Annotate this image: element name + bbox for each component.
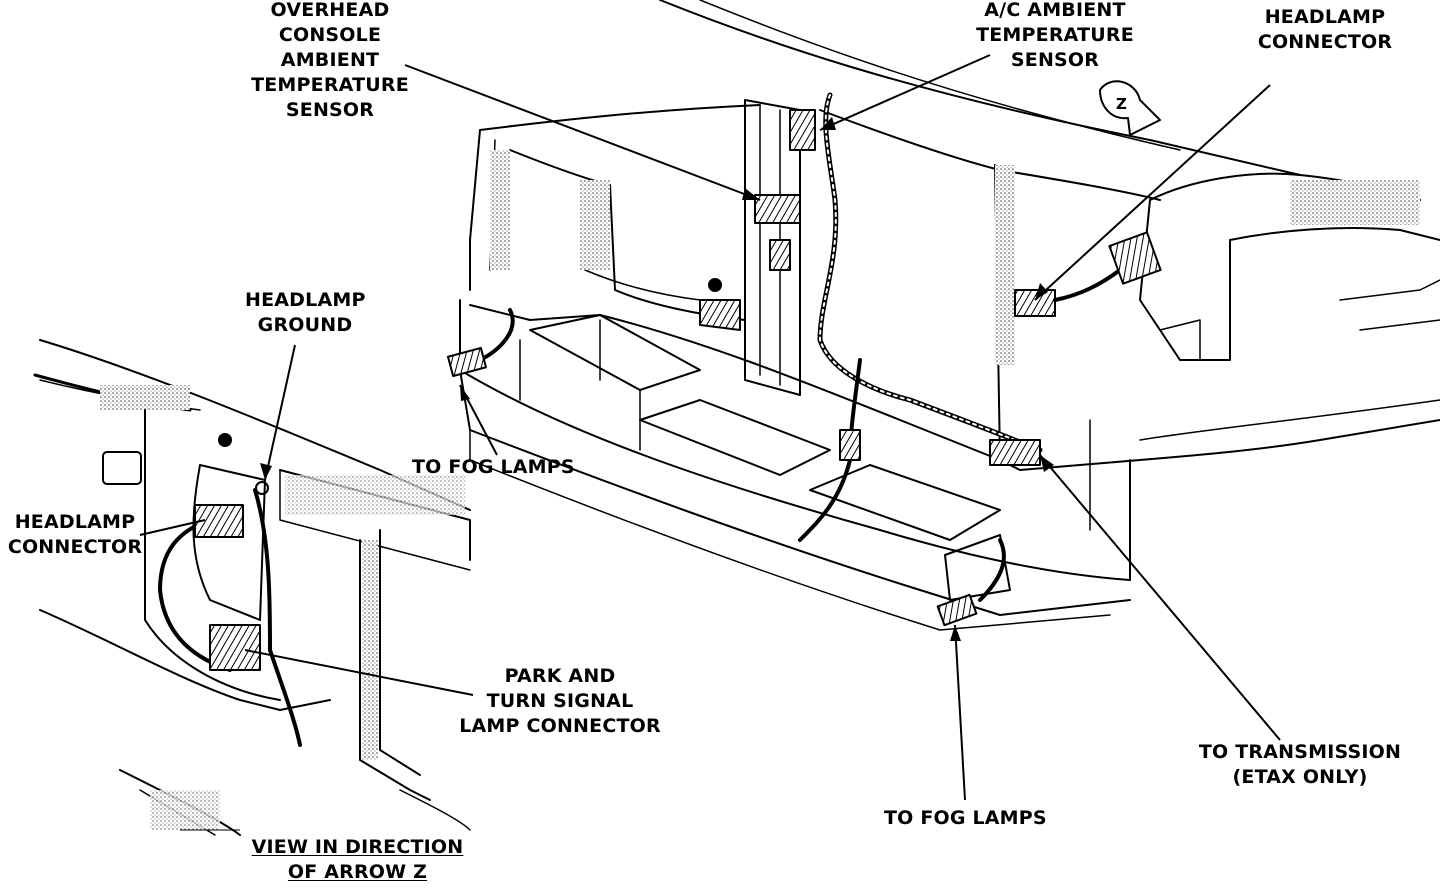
label-to-fog-lamps-left: TO FOG LAMPS — [412, 455, 575, 480]
label-line: SENSOR — [285, 99, 375, 121]
label-line: OVERHEAD — [270, 0, 390, 21]
main-view — [446, 0, 1440, 631]
arrow-z-letter: Z — [1116, 95, 1127, 113]
label-line: SENSOR — [1010, 49, 1100, 71]
label-line: HEADLAMP — [14, 511, 136, 533]
label-line: CONNECTOR — [7, 536, 143, 558]
label-line: A/C AMBIENT — [984, 0, 1126, 21]
label-line: CONNECTOR — [1257, 31, 1393, 53]
arrowheads — [260, 117, 1054, 641]
label-headlamp-ground: HEADLAMP GROUND — [245, 288, 365, 338]
label-view-direction-arrow-z: VIEW IN DIRECTION OF ARROW Z — [240, 835, 475, 885]
label-headlamp-connector-right: HEADLAMP CONNECTOR — [1255, 5, 1395, 55]
leader-lines — [139, 54, 1281, 831]
label-line: TO TRANSMISSION — [1198, 741, 1402, 763]
label-line: TEMPERATURE — [251, 74, 409, 96]
label-line: CONSOLE — [278, 24, 382, 46]
label-to-transmission: TO TRANSMISSION (ETAX ONLY) — [1190, 740, 1410, 790]
label-line: HEADLAMP — [245, 289, 366, 311]
label-headlamp-connector-left: HEADLAMP CONNECTOR — [0, 510, 150, 560]
label-line: TO FOG LAMPS — [412, 456, 575, 478]
label-line: PARK AND — [504, 665, 616, 687]
label-line: LAMP CONNECTOR — [459, 715, 661, 737]
label-park-turn-signal-connector: PARK AND TURN SIGNAL LAMP CONNECTOR — [450, 664, 670, 739]
detail-view-arrow-z — [33, 339, 471, 836]
label-line: TURN SIGNAL — [486, 690, 634, 712]
label-line: AMBIENT — [280, 49, 380, 71]
label-overhead-console-sensor: OVERHEAD CONSOLE AMBIENT TEMPERATURE SEN… — [250, 0, 410, 123]
label-line: HEADLAMP — [1264, 6, 1386, 28]
label-to-fog-lamps-bottom: TO FOG LAMPS — [884, 806, 1047, 831]
label-line: TO FOG LAMPS — [884, 807, 1047, 829]
label-line: VIEW IN DIRECTION — [251, 836, 464, 858]
label-line: TEMPERATURE — [976, 24, 1134, 46]
arrow-z-text: Z — [1116, 95, 1127, 113]
label-line: GROUND — [257, 314, 353, 336]
label-line: (ETAX ONLY) — [1232, 766, 1368, 788]
label-ac-ambient-sensor: A/C AMBIENT TEMPERATURE SENSOR — [975, 0, 1135, 73]
label-line: OF ARROW Z — [287, 861, 428, 883]
